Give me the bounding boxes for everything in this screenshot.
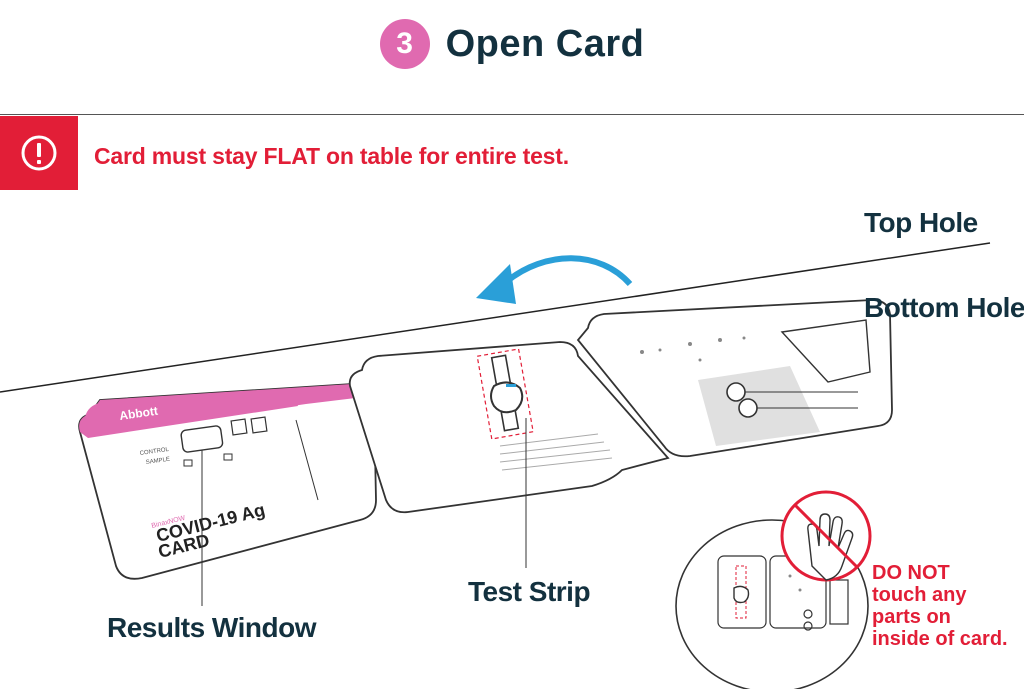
warning-icon-box xyxy=(0,116,78,190)
card-control-label: CONTROL xyxy=(139,447,170,457)
step-number-badge: 3 xyxy=(379,19,430,69)
bottom-hole xyxy=(738,398,758,418)
results-window-label: Results Window xyxy=(107,612,316,643)
results-window xyxy=(180,425,224,453)
do-not-touch-warning: DO NOT touch any parts on inside of card… xyxy=(872,562,1022,650)
no-touch-hand-icon xyxy=(780,490,872,582)
step-header: 3 Open Card xyxy=(0,14,1024,74)
test-strip-outline xyxy=(476,348,534,440)
swab-well xyxy=(490,381,524,414)
do-not-touch-line-1: DO NOT xyxy=(872,562,950,584)
card-inside-right-panel xyxy=(576,299,893,458)
card-sample-label: SAMPLE xyxy=(145,457,170,466)
top-hole-label: Top Hole xyxy=(864,207,978,238)
qr-code-icon-2 xyxy=(250,416,268,434)
exclamation-circle-icon xyxy=(21,135,57,171)
step-title: Open Card xyxy=(445,22,645,65)
card-front: Abbott CONTROL SAMPLE BinaxNOW COVID-19 … xyxy=(78,383,377,580)
adhesive-liner xyxy=(780,319,871,383)
do-not-touch-line-3: parts on xyxy=(872,606,951,628)
top-hole xyxy=(726,382,746,402)
card-brand: Abbott xyxy=(118,404,158,423)
bottom-hole-label: Bottom Hole xyxy=(864,292,1024,323)
arrow-head-icon xyxy=(476,264,516,304)
do-not-touch-line-2: touch any xyxy=(872,584,967,606)
table-edge-line xyxy=(0,242,991,393)
do-not-touch-line-4: inside of card. xyxy=(872,628,1008,650)
header-divider xyxy=(0,114,1024,115)
open-direction-arrow xyxy=(504,255,633,287)
card-inside-left-panel xyxy=(348,341,670,514)
warning-text: Card must stay FLAT on table for entire … xyxy=(94,143,569,169)
qr-code-icon xyxy=(230,418,248,436)
test-strip-label: Test Strip xyxy=(468,576,591,607)
